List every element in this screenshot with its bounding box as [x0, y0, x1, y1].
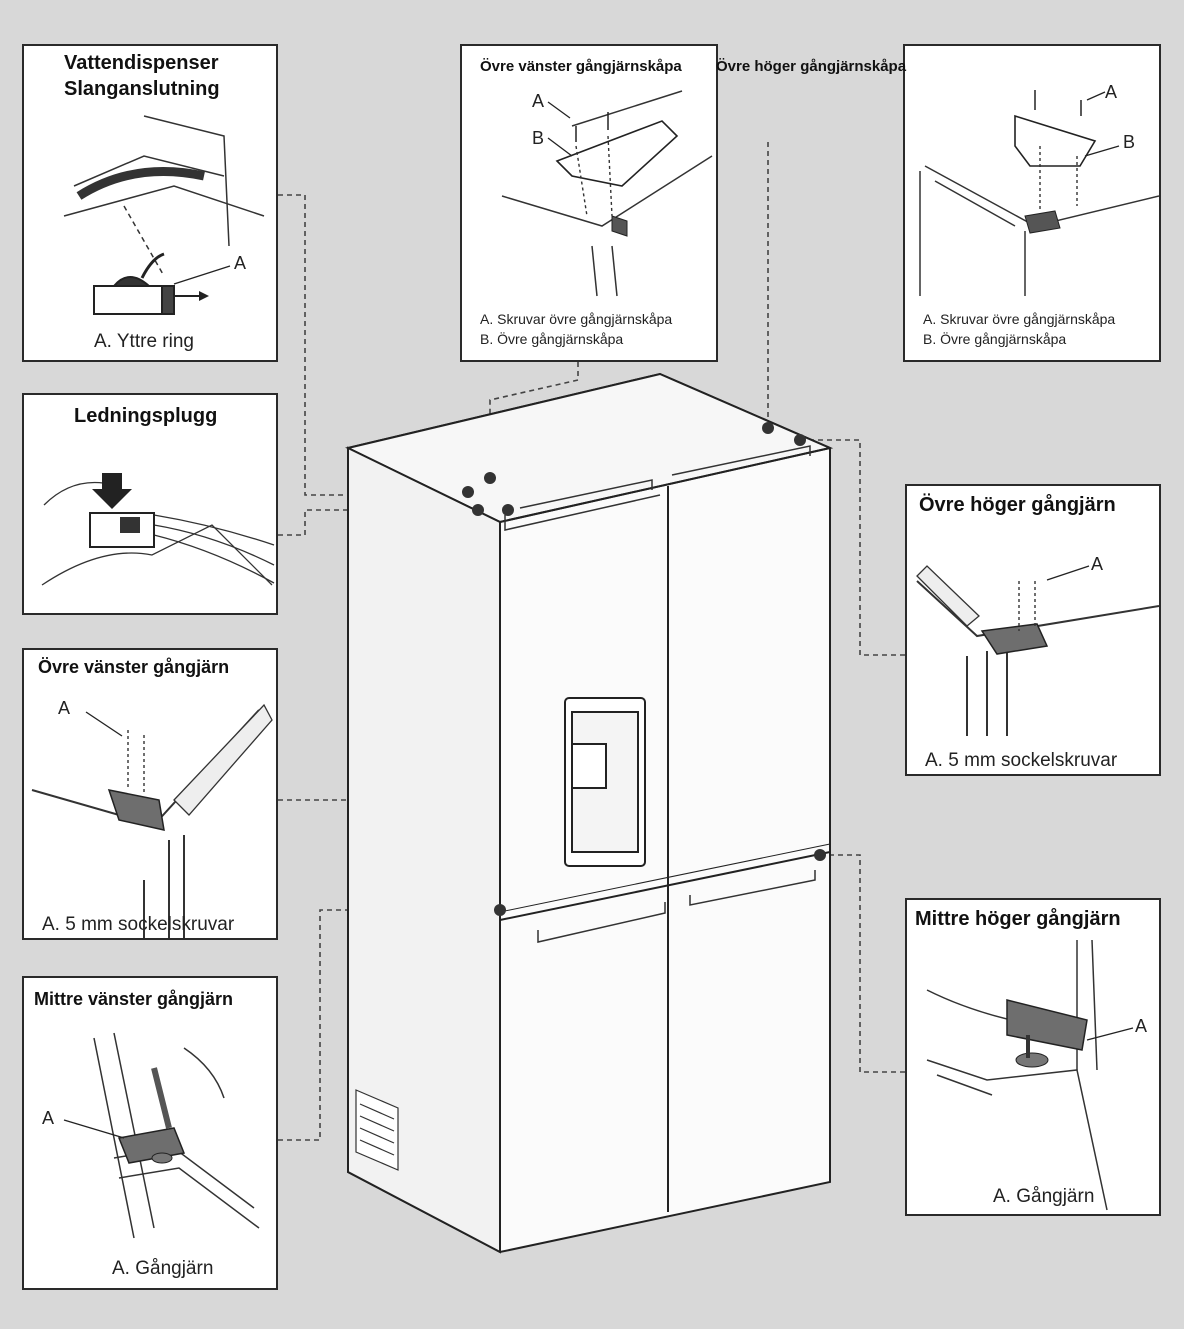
water-hose-drawing [63, 115, 265, 315]
panel-upper-right-cover: A B A. Skruvar övre gångjärnskåpa B. Övr… [903, 44, 1161, 362]
upper-left-cover-label-b: B [532, 128, 545, 148]
upper-left-cover-label-a: A [532, 91, 545, 111]
upper-left-cover-caption-b: B. Övre gångjärnskåpa [480, 331, 624, 347]
upper-left-hinge-title: Övre vänster gångjärn [38, 657, 230, 677]
upper-left-hinge-caption: A. 5 mm sockelskruvar [42, 914, 235, 935]
panel-wire-plug: Ledningsplugg [22, 393, 278, 615]
upper-left-hinge-drawing [31, 703, 273, 938]
water-label-a: A [234, 253, 247, 273]
upper-right-cover-title: Övre höger gångjärnskåpa [716, 58, 907, 75]
plug-drawing [41, 473, 275, 586]
upper-right-hinge-caption: A. 5 mm sockelskruvar [925, 750, 1118, 771]
upper-right-hinge-drawing [916, 565, 1159, 736]
upper-left-hinge-label-a: A [58, 698, 71, 718]
panel-upper-left-cover: A B A. Skruvar övre gångjärnskåpa B. Övr… [460, 44, 718, 362]
plug-title: Ledningsplugg [74, 405, 218, 427]
water-caption: A. Yttre ring [94, 331, 194, 352]
water-title-1: Vattendispenser [64, 52, 219, 74]
mid-left-hinge-drawing [63, 1032, 260, 1239]
water-title-2: Slanganslutning [64, 78, 220, 100]
upper-right-hinge-title: Övre höger gångjärn [919, 494, 1116, 516]
upper-right-cover-caption-b: B. Övre gångjärnskåpa [923, 331, 1067, 347]
upper-left-cover-title: Övre vänster gångjärnskåpa [480, 58, 682, 75]
mid-left-hinge-title: Mittre vänster gångjärn [34, 989, 234, 1009]
mid-left-hinge-label-a: A [42, 1108, 55, 1128]
upper-right-hinge-label-a: A [1091, 554, 1104, 574]
mid-left-hinge-caption: A. Gångjärn [112, 1258, 214, 1279]
callout-dots [462, 422, 826, 916]
mid-right-hinge-drawing [926, 939, 1134, 1211]
panel-water-dispenser: Vattendispenser Slanganslutning A A. Ytt… [22, 44, 278, 362]
upper-right-cover-label-b: B [1123, 132, 1136, 152]
upper-right-cover-caption-a: A. Skruvar övre gångjärnskåpa [923, 311, 1116, 327]
upper-right-cover-label-a: A [1105, 82, 1118, 102]
mid-right-hinge-caption: A. Gångjärn [993, 1186, 1095, 1207]
bottom-vent [355, 1089, 399, 1171]
upper-right-cover-drawing [919, 90, 1159, 296]
upper-left-cover-caption-a: A. Skruvar övre gångjärnskåpa [480, 311, 673, 327]
panel-upper-right-hinge: Övre höger gångjärn A A. 5 mm sockelskru… [905, 484, 1161, 776]
fridge-handles [504, 445, 816, 943]
water-dispenser [564, 697, 646, 867]
mid-right-hinge-label-a: A [1135, 1016, 1148, 1036]
panel-mid-right-hinge: Mittre höger gångjärn A A. Gångjärn [905, 898, 1161, 1216]
panel-mid-left-hinge: Mittre vänster gångjärn A A. Gångjärn [22, 976, 278, 1290]
panel-upper-left-hinge: Övre vänster gångjärn A A. 5 mm sockelsk… [22, 648, 278, 940]
upper-left-cover-drawing [501, 90, 713, 297]
mid-right-hinge-title: Mittre höger gångjärn [915, 908, 1121, 930]
